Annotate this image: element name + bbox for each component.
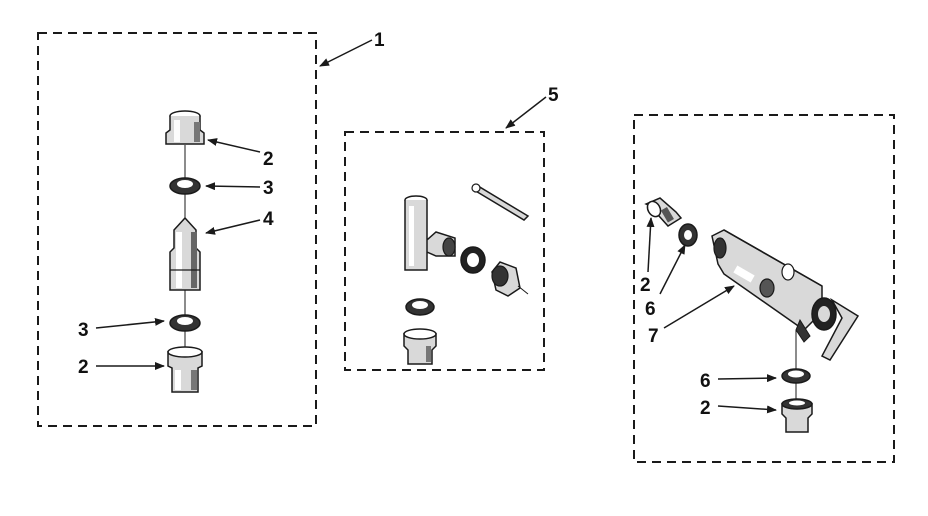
kit-1-part-3-top-label: 3 bbox=[263, 178, 274, 199]
pin-part bbox=[471, 183, 530, 221]
nut-part bbox=[460, 246, 486, 274]
kit-5-group: 5 bbox=[344, 85, 559, 371]
kit-5-callout-leader bbox=[505, 96, 547, 129]
kit-1-part-2-bottom-label: 2 bbox=[78, 357, 89, 378]
washer-part bbox=[405, 298, 435, 316]
kit-1-part-4-leader bbox=[205, 219, 261, 235]
washer-top-part bbox=[169, 177, 201, 195]
kit-7-part-6-bottom-label: 6 bbox=[700, 371, 711, 392]
kit-7-part-6-top-label: 6 bbox=[645, 299, 656, 320]
kit-7-dashed-box bbox=[633, 114, 895, 463]
kit-7-part-6-top-leader bbox=[659, 244, 686, 295]
kit-1-part-3-top-leader bbox=[205, 182, 261, 191]
washer-bottom-part bbox=[169, 314, 201, 332]
kit-1-callout: 1 bbox=[374, 30, 385, 51]
kit-1-group: 1 bbox=[37, 30, 385, 427]
kit-1-part-4-label: 4 bbox=[263, 209, 274, 230]
tee-fitting-part bbox=[404, 195, 456, 271]
kit-5-callout: 5 bbox=[548, 85, 559, 106]
kit-7-part-7-leader bbox=[663, 285, 735, 329]
kit-1-dashed-box bbox=[37, 32, 317, 427]
kit-7-part-6-bottom-leader bbox=[717, 374, 777, 383]
washer-bottom-part bbox=[781, 368, 811, 384]
sleeve-part bbox=[491, 261, 529, 297]
adapter-top-part bbox=[165, 110, 205, 145]
angled-adapter-part bbox=[644, 197, 683, 227]
adapter-bottom-part bbox=[167, 346, 203, 393]
valve-body-part bbox=[711, 229, 860, 361]
kit-1-part-2-top-label: 2 bbox=[263, 149, 274, 170]
kit-7-group: 2 6 7 6 2 bbox=[633, 114, 895, 463]
kit-7-part-2-bottom-label: 2 bbox=[700, 398, 711, 419]
kit-7-part-7-label: 7 bbox=[648, 326, 659, 347]
kit-1-part-3-bottom-label: 3 bbox=[78, 320, 89, 341]
kit-5-dashed-box bbox=[344, 131, 545, 371]
kit-7-part-2-top-label: 2 bbox=[640, 275, 651, 296]
kit-1-part-3-bottom-leader bbox=[95, 317, 165, 329]
kit-1-part-2-top-leader bbox=[207, 138, 261, 153]
angled-washer-part bbox=[678, 223, 698, 247]
adapter-part bbox=[403, 328, 437, 365]
kit-7-part-2-top-leader bbox=[646, 217, 655, 273]
adapter-bottom-part bbox=[781, 398, 813, 433]
kit-1-callout-leader bbox=[319, 39, 373, 67]
kit-7-part-2-bottom-leader bbox=[717, 405, 777, 414]
connector-part bbox=[169, 216, 201, 291]
